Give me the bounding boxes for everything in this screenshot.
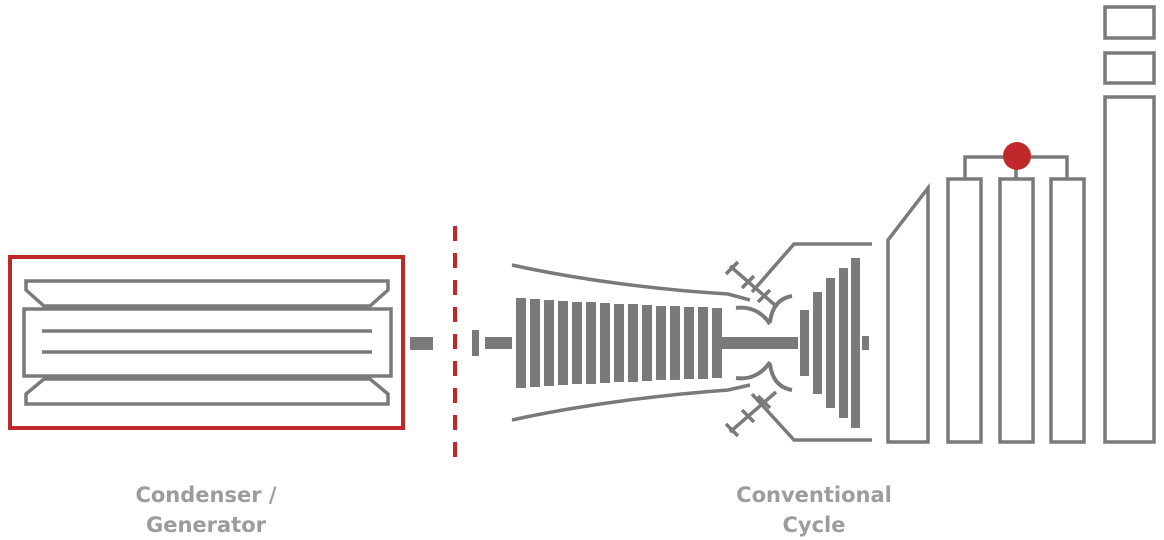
stack-body [1103,95,1156,444]
conventional-cycle-label: Conventional Cycle [684,480,944,540]
conventional-cycle-label-line-1: Conventional [736,483,892,507]
heat-recovery-steam-generator[interactable] [886,142,1086,444]
generator-bottom-plate [24,377,390,406]
hrsg-module-2 [998,177,1035,444]
combustor-bracket-bottom-right [768,363,793,392]
steam-drum-highlight[interactable] [1003,142,1031,170]
combustor-bracket-top-right [768,294,793,323]
hrsg-module-3 [1049,177,1086,444]
hrsg-transition-duct [886,182,930,444]
hrsg-module-1 [946,177,983,444]
conventional-cycle-label-line-2: Cycle [782,513,846,537]
condenser-generator-unit[interactable] [8,255,405,430]
condenser-generator-highlight-box [8,255,405,430]
exhaust-housing-bottom [750,392,872,442]
gas-turbine[interactable] [472,242,872,442]
exhaust-stack[interactable] [1103,5,1156,444]
turbine-stages [800,258,869,428]
condenser-generator-label-line-2: Generator [145,513,267,537]
compressor-stages [516,298,722,388]
generator-core [22,307,393,378]
combustor-bracket-bottom-left [735,360,772,381]
fuel-injector-bottom [724,390,778,438]
fuel-injector-top [724,260,778,308]
coupling-flange [472,330,479,356]
turbine-casing-top [511,263,751,302]
condenser-generator-label: Condenser / Generator [76,480,336,540]
stack-cap-middle [1103,51,1156,85]
turbine-casing-bottom [511,383,751,422]
generator-top-plate [24,279,390,308]
coupling-shaft-left [410,337,433,350]
turbine-main-shaft [722,337,798,349]
stack-cap-top [1103,5,1156,40]
combustor-bracket-top-left [735,305,772,326]
condenser-generator-label-line-1: Condenser / [135,483,277,507]
exhaust-housing-top [750,242,872,294]
coupling-shaft-right [485,337,512,349]
